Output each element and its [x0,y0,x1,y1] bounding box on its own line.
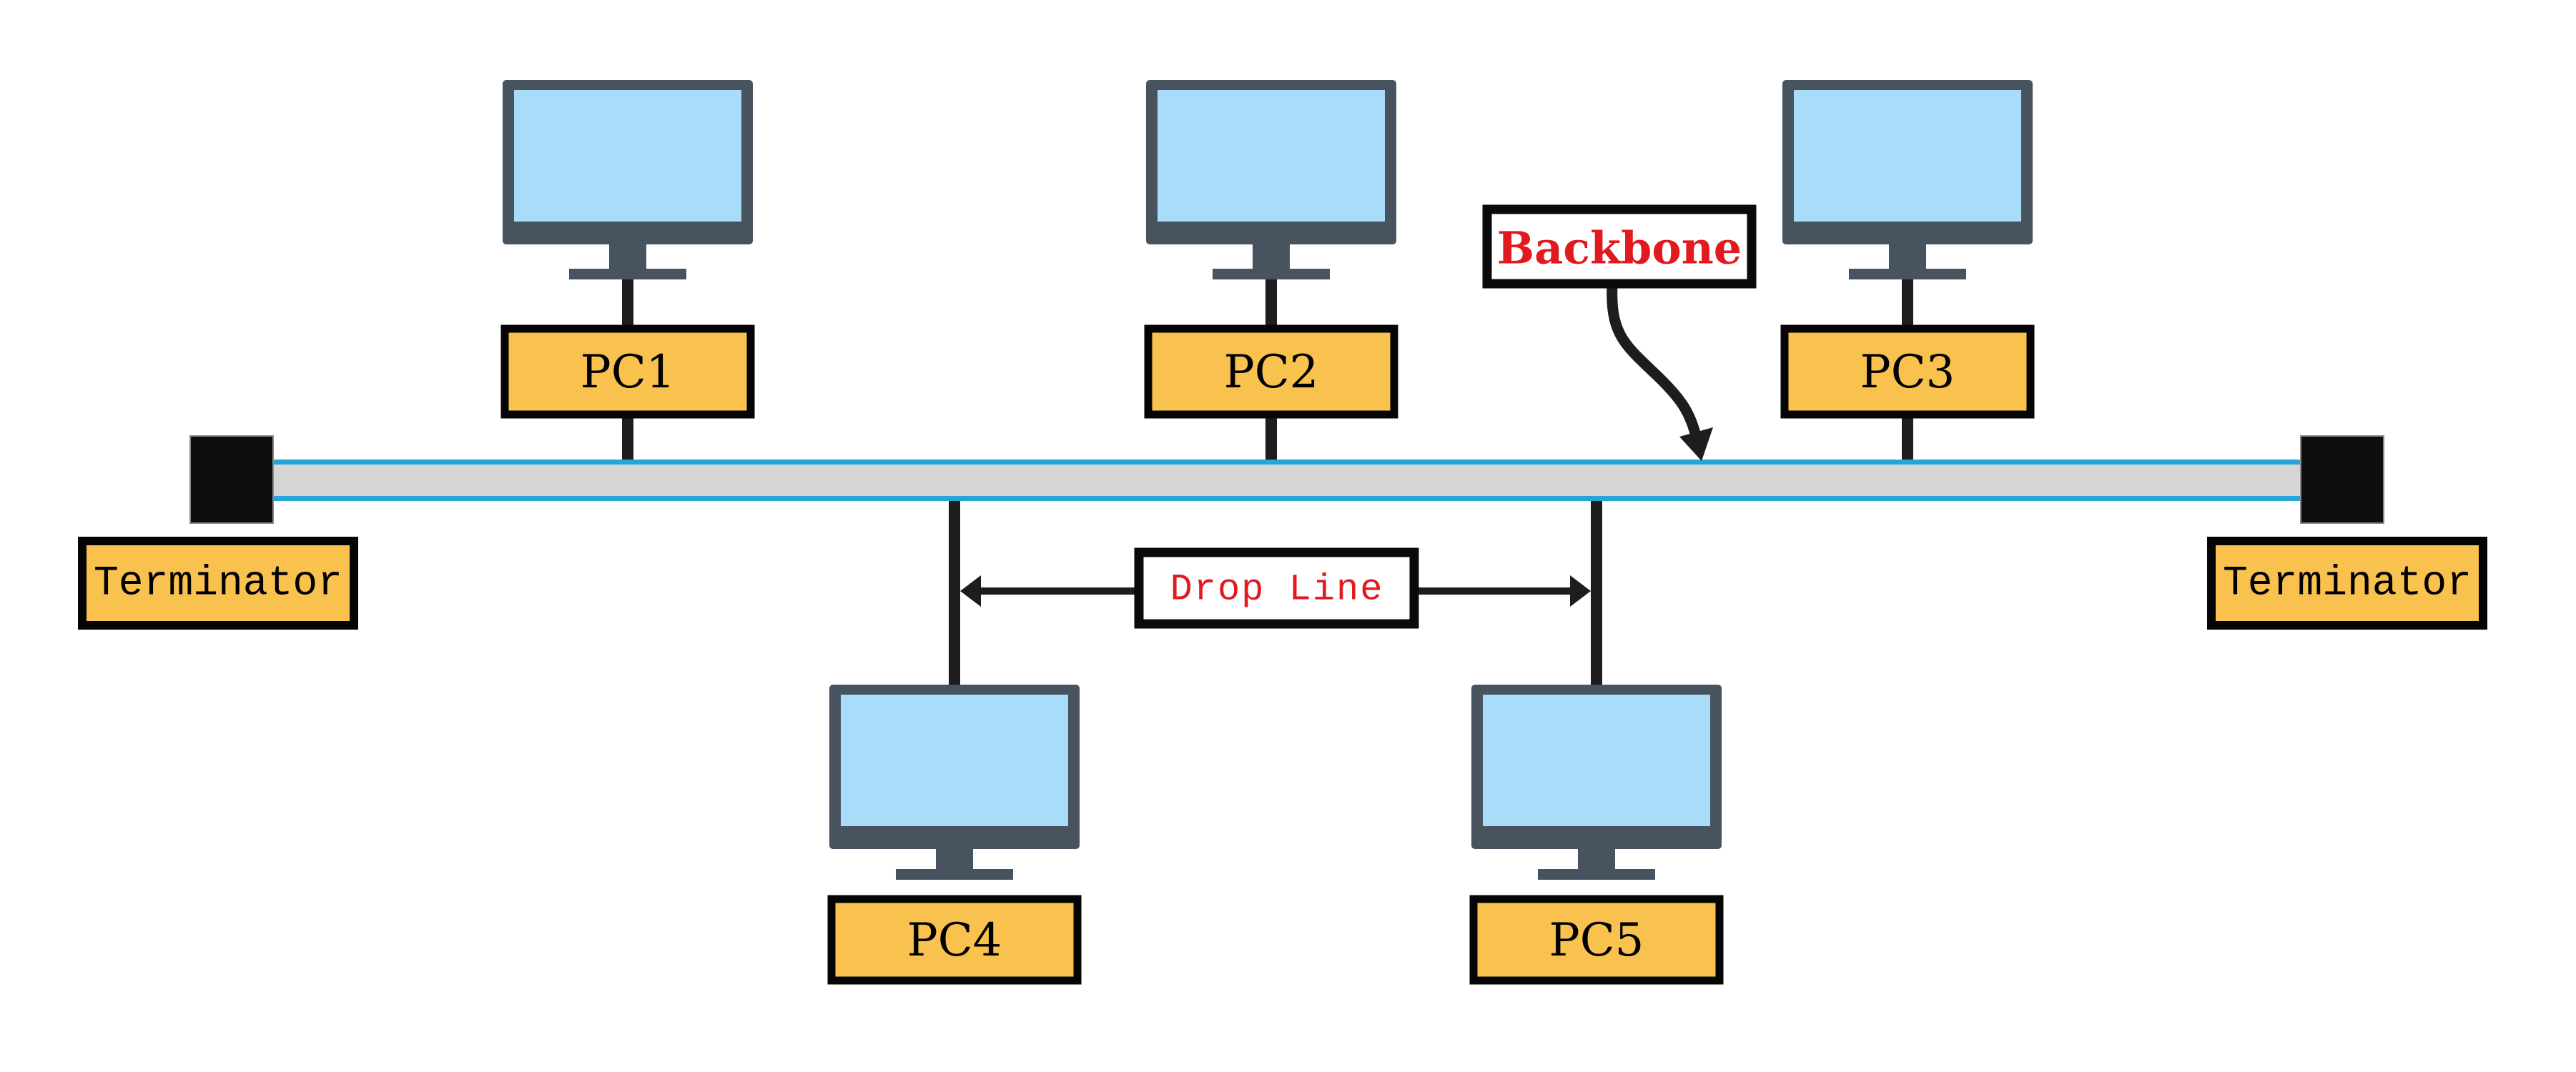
terminator-right: Terminator [2207,435,2487,630]
pc1-monitor-icon [503,80,753,279]
pc2-monitor-screen [1158,90,1385,222]
terminator-right-label-box [2207,537,2487,630]
pc1-label: PC1 [581,346,676,399]
pc4-monitor-screen [841,695,1068,826]
terminator-left-label: Terminator [94,561,342,607]
pc2-monitor-base [1213,269,1330,279]
terminator-left-label-box [78,537,358,630]
pc1-monitor-neck [609,244,646,269]
bus-top-edge [256,460,2302,465]
drop-line-arrow-right-head [1570,575,1591,607]
pc3-label: PC3 [1860,346,1955,399]
pc1-stand-connector [622,279,633,329]
pc4-monitor-icon [829,685,1080,880]
pc2-node: PC2 [1144,80,1398,460]
pc5-monitor-screen [1483,695,1710,826]
pc3-monitor-base [1849,269,1966,279]
pc4-monitor-base [896,869,1013,880]
pc1-monitor-screen [514,90,741,222]
backbone-arrow-head [1679,427,1713,461]
drop-line-annotation: Drop Line [960,547,1591,629]
backbone-label-box [1482,204,1757,289]
terminator-left: Terminator [78,435,358,630]
pc3-bus-connector [1902,415,1913,460]
pc3-stand-connector [1902,279,1913,329]
backbone-annotation: Backbone [1482,204,1757,461]
drop-line-label-box [1134,547,1419,629]
pc1-monitor-base [569,269,686,279]
bus-body [256,465,2302,496]
pc3-node: PC3 [1780,80,2035,460]
drop-line-label: Drop Line [1170,569,1384,611]
pc2-monitor-icon [1146,80,1396,279]
pc4-label: PC4 [907,914,1002,967]
pc1-bus-connector [622,415,633,460]
pc5-label-box [1469,895,1724,985]
pc3-label-box [1780,324,2035,419]
pc1-label-box [500,324,755,419]
backbone-label: Backbone [1497,222,1742,274]
pc5-monitor-neck [1578,849,1615,869]
drop-line-arrow-left-head [960,575,981,607]
pc5-drop-line [1591,501,1602,685]
pc1-node: PC1 [500,80,755,460]
pc5-label: PC5 [1549,914,1644,967]
pc5-monitor-base [1538,869,1655,880]
terminator-right-square [2300,435,2384,524]
terminator-left-square [189,435,274,524]
pc3-monitor-neck [1889,244,1926,269]
terminator-right-label: Terminator [2223,561,2472,607]
pc3-monitor-screen [1794,90,2021,222]
backbone-bus [256,460,2302,501]
bus-bottom-edge [256,496,2302,501]
pc2-label-box [1144,324,1398,419]
pc2-label: PC2 [1224,346,1319,399]
pc4-drop-line [949,501,960,685]
pc4-label-box [827,895,1082,985]
pc5-monitor-icon [1471,685,1722,880]
pc4-monitor-neck [936,849,973,869]
pc2-bus-connector [1265,415,1277,460]
pc5-node: PC5 [1469,501,1724,985]
pc2-stand-connector [1265,279,1277,329]
backbone-arrow-curve [1607,279,1702,442]
pc4-node: PC4 [827,501,1082,985]
pc3-monitor-icon [1782,80,2033,279]
pc2-monitor-neck [1253,244,1290,269]
